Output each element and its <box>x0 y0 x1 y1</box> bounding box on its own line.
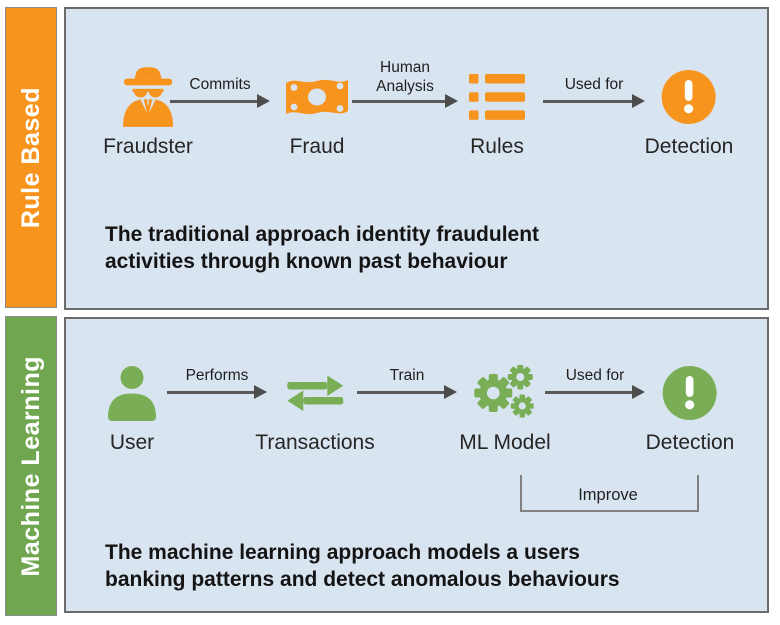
machine-learning-caption-line1: The machine learning approach models a u… <box>105 541 580 564</box>
node-detection-bottom-label: Detection <box>645 431 735 454</box>
node-rules: Rules <box>469 66 525 159</box>
arrowhead-icon <box>632 93 645 108</box>
arrow-line <box>545 391 634 394</box>
arrowhead-icon <box>257 93 270 108</box>
rule-based-caption-line1: The traditional approach identity fraudu… <box>105 223 540 246</box>
arrow-used-for-bottom-label: Used for <box>565 367 625 384</box>
improve-bracket-left <box>520 475 522 512</box>
node-transactions: Transactions <box>255 362 375 455</box>
arrowhead-icon <box>445 93 458 108</box>
arrow-human-analysis-label: Human Analysis <box>376 59 434 95</box>
node-detection-top-label: Detection <box>644 135 734 158</box>
rule-based-caption-line2: activities through known past behaviour <box>105 250 508 273</box>
arrow-line <box>543 100 634 103</box>
improve-bracket-bottom <box>520 510 699 512</box>
node-fraudster: Fraudster <box>103 66 193 159</box>
user-icon <box>105 362 159 424</box>
improve-label: Improve <box>578 486 638 504</box>
machine-learning-caption: The machine learning approach models a u… <box>105 539 620 593</box>
arrow-commits-label: Commits <box>189 76 251 93</box>
machine-learning-sidebar: Machine Learning <box>5 316 57 616</box>
node-detection-bottom: Detection <box>645 362 735 455</box>
arrow-performs-label: Performs <box>185 367 249 384</box>
arrowhead-icon <box>254 384 267 399</box>
arrow-line <box>357 391 446 394</box>
node-user-label: User <box>109 431 155 454</box>
node-transactions-label: Transactions <box>255 431 375 454</box>
arrow-line <box>170 100 259 103</box>
arrowhead-icon <box>632 384 645 399</box>
arrow-line <box>352 100 447 103</box>
machine-learning-caption-line2: banking patterns and detect anomalous be… <box>105 568 620 591</box>
machine-learning-panel <box>64 317 769 613</box>
money-icon <box>284 66 350 128</box>
rule-based-caption: The traditional approach identity fraudu… <box>105 221 539 275</box>
machine-learning-sidebar-label: Machine Learning <box>16 355 45 577</box>
gears-icon <box>459 362 550 424</box>
node-detection-top: Detection <box>644 66 734 159</box>
exchange-icon <box>255 362 374 424</box>
node-fraudster-label: Fraudster <box>103 135 193 158</box>
alert-icon <box>645 66 734 128</box>
node-rules-label: Rules <box>470 135 524 158</box>
rule-based-sidebar: Rule Based <box>5 7 57 308</box>
arrowhead-icon <box>444 384 457 399</box>
improve-bracket-right <box>697 475 699 512</box>
arrow-used-for-top-label: Used for <box>564 76 624 93</box>
node-ml-model: ML Model <box>459 362 551 455</box>
node-user: User <box>105 362 159 455</box>
alert-icon <box>646 362 735 424</box>
spy-icon <box>103 66 193 128</box>
list-icon <box>469 66 525 128</box>
arrow-line <box>167 391 256 394</box>
rule-based-sidebar-label: Rule Based <box>16 86 45 229</box>
rule-based-panel <box>64 7 769 310</box>
node-fraud: Fraud <box>284 66 350 159</box>
node-ml-model-label: ML Model <box>459 431 551 454</box>
node-fraud-label: Fraud <box>289 135 345 158</box>
arrow-train-label: Train <box>389 367 425 384</box>
